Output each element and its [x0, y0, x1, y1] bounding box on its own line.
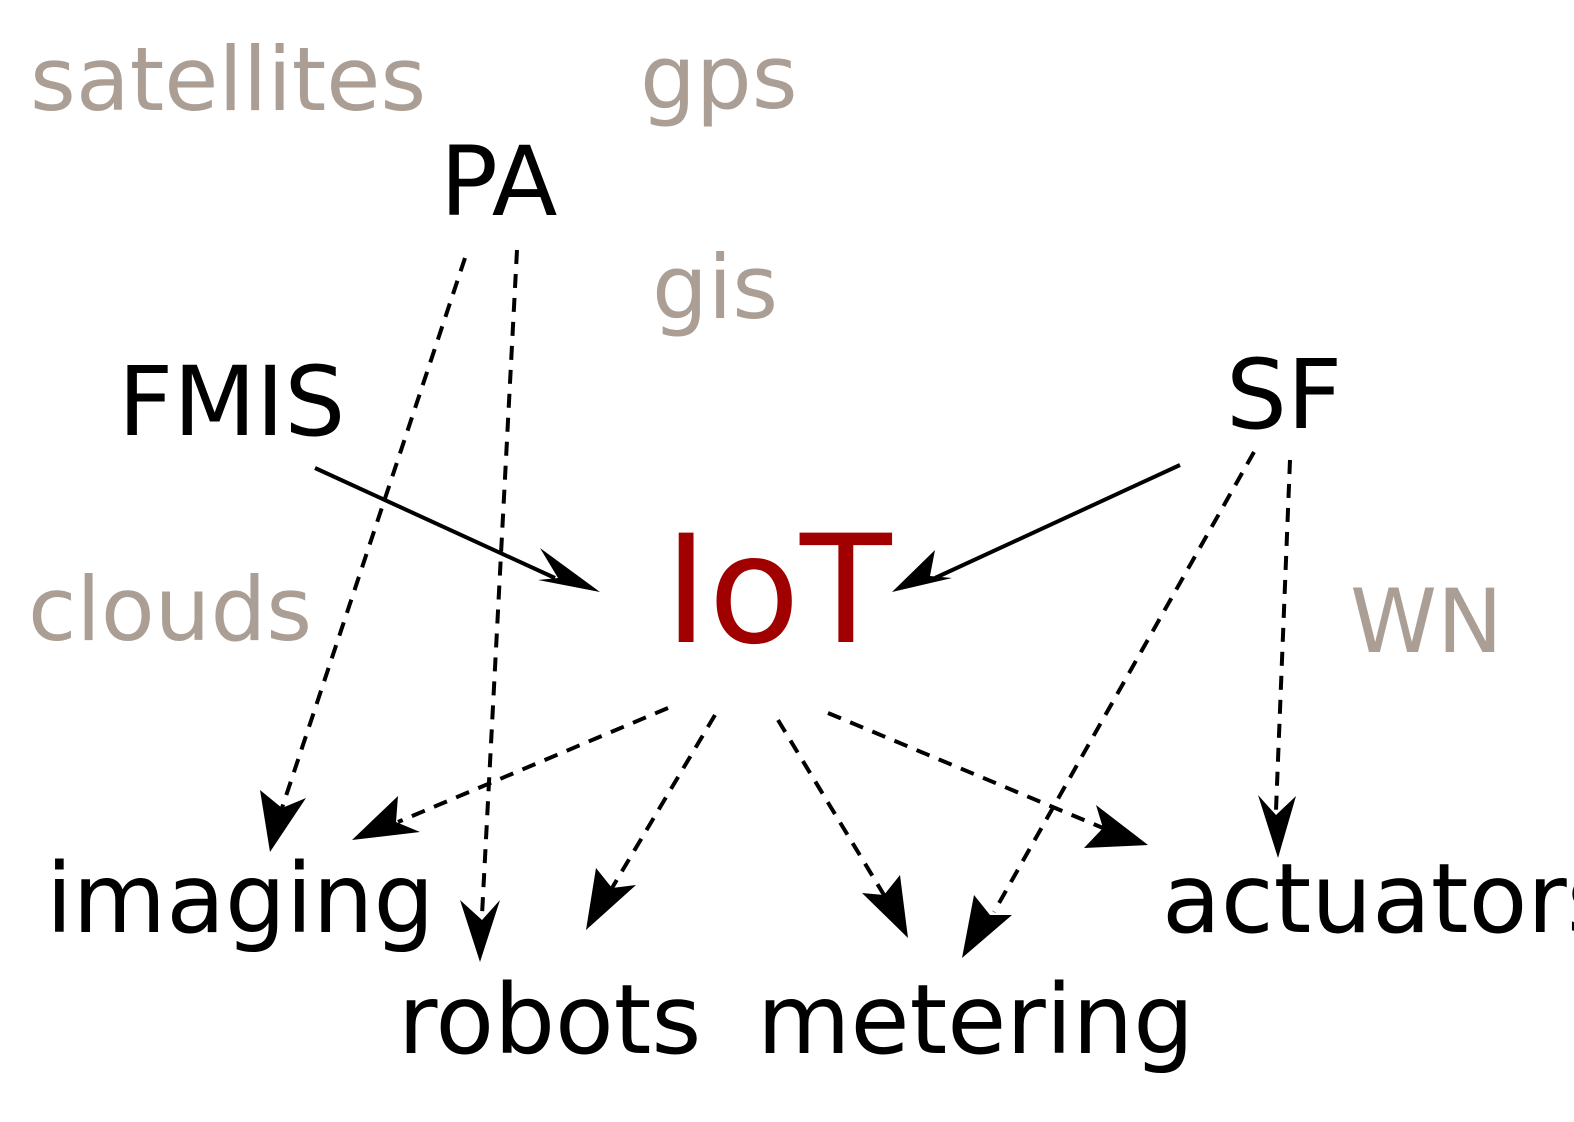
edge-sf-metering — [992, 451, 1256, 913]
arrowhead-fmis-iot — [538, 548, 600, 592]
edge-iot-metering — [776, 718, 886, 897]
arrowhead-sf-actuators — [1258, 795, 1296, 858]
arrowhead-pa-robots — [460, 900, 500, 962]
actuators-node: actuators — [1162, 843, 1574, 955]
edge-sf-actuators — [1274, 459, 1292, 811]
satellites-term: satellites — [30, 28, 426, 131]
gps-term: gps — [640, 26, 798, 129]
arrowhead-iot-robots — [586, 868, 636, 930]
iot-node: IoT — [664, 504, 893, 678]
sf-node: SF — [1226, 339, 1342, 451]
edge-pa-robots — [480, 249, 519, 916]
metering-node: metering — [757, 964, 1194, 1076]
edge-iot-imaging — [397, 706, 669, 824]
arrowhead-iot-metering — [862, 875, 908, 938]
arrowhead-sf-metering — [962, 895, 1012, 958]
gis-term: gis — [652, 236, 778, 339]
edge-sf-iot — [934, 463, 1181, 580]
edge-fmis-iot — [314, 466, 556, 580]
wn-term: WN — [1350, 570, 1503, 673]
fmis-node: FMIS — [118, 346, 345, 458]
arrowhead-iot-actuators — [1084, 805, 1148, 848]
arrowhead-pa-imaging — [260, 790, 306, 852]
robots-node: robots — [398, 964, 701, 1076]
edge-pa-imaging — [280, 257, 467, 809]
imaging-node: imaging — [46, 843, 434, 955]
edge-iot-robots — [610, 713, 717, 890]
pa-node: PA — [440, 126, 557, 238]
arrowhead-iot-imaging — [352, 796, 420, 840]
arrowhead-sf-iot — [892, 550, 952, 592]
clouds-term: clouds — [28, 558, 312, 661]
edge-iot-actuators — [827, 711, 1104, 830]
